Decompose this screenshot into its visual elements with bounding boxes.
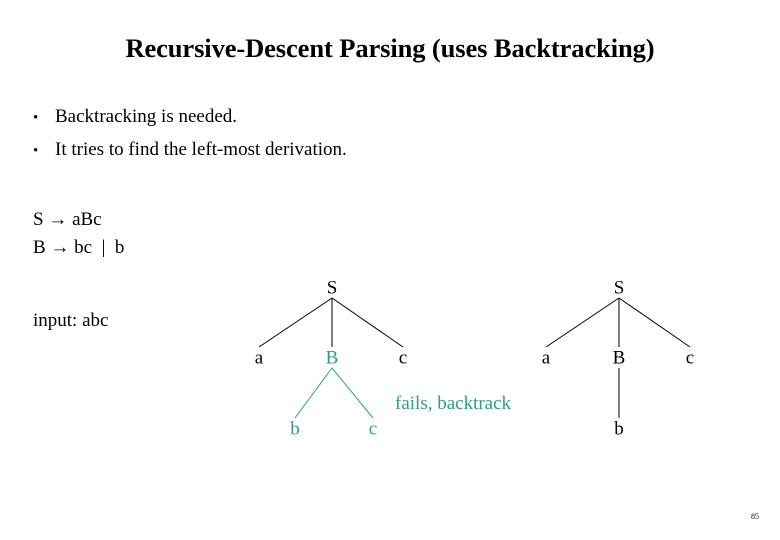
parse-tree-edge [545, 297, 620, 348]
parse-tree-edge [294, 367, 333, 419]
grammar-rules: S → aBc B → bc | b [33, 206, 124, 262]
bullet-point-icon: • [33, 143, 39, 159]
parse-tree-edge [618, 297, 691, 348]
parse-tree-edge [331, 297, 404, 348]
parse-tree-node-first-attempt-parse-tree-b2: b [290, 418, 300, 440]
parse-tree-edge [258, 297, 333, 348]
list-item: • Backtracking is needed. [33, 101, 593, 134]
bullet-list: • Backtracking is needed. • It tries to … [33, 101, 593, 167]
parse-tree-node-first-attempt-parse-tree-c: c [398, 347, 408, 369]
input-string-label: input: abc [33, 310, 109, 331]
backtrack-annotation: fails, backtrack [395, 393, 512, 414]
parse-tree-node-second-attempt-parse-tree-a: a [541, 347, 551, 369]
list-item-label: It tries to find the left-most derivatio… [55, 139, 347, 160]
parse-tree-edge [331, 367, 374, 419]
list-item: • It tries to find the left-most derivat… [33, 134, 593, 167]
parse-tree-node-second-attempt-parse-tree-B: B [612, 347, 626, 369]
parse-tree-node-first-attempt-parse-tree-c2: c [368, 418, 378, 440]
parse-tree-node-first-attempt-parse-tree-S: S [326, 277, 338, 299]
bullet-point-icon: • [33, 110, 39, 126]
parse-tree-node-first-attempt-parse-tree-a: a [254, 347, 264, 369]
parse-tree-node-second-attempt-parse-tree-c: c [685, 347, 695, 369]
parse-tree-node-first-attempt-parse-tree-B: B [325, 347, 339, 369]
slide-page-number: 85 [751, 512, 759, 521]
list-item-label: Backtracking is needed. [55, 106, 238, 127]
parse-tree-node-second-attempt-parse-tree-b2: b [614, 418, 624, 440]
grammar-rule-s: S → aBc [33, 209, 102, 230]
page-title: Recursive-Descent Parsing (uses Backtrac… [125, 33, 655, 63]
parse-tree-node-second-attempt-parse-tree-S: S [613, 277, 625, 299]
grammar-rule-b: B → bc | b [33, 237, 125, 258]
